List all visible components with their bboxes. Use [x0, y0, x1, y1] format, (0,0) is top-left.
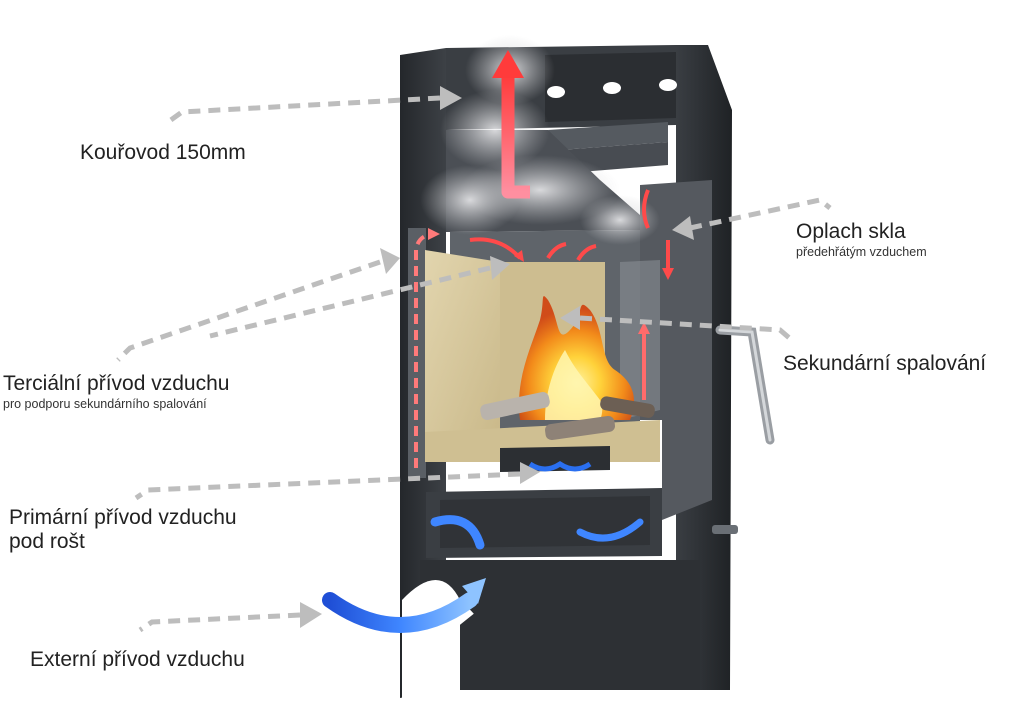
- label-tertiary: Terciální přívod vzduchu pro podporu sek…: [3, 372, 229, 412]
- label-tertiary-sub: pro podporu sekundárního spalování: [3, 397, 207, 411]
- hot-air-flows: [414, 50, 674, 468]
- door-glass: [620, 260, 660, 420]
- log-1: [480, 392, 550, 420]
- stove-base: [420, 560, 700, 690]
- label-glass-rinse-text: Oplach skla: [796, 220, 906, 243]
- label-primary-line1: Primární přívod vzduchu: [9, 506, 237, 529]
- baffle-plate-upper: [548, 122, 668, 150]
- log-2: [545, 415, 615, 441]
- callout-primary: [134, 471, 521, 501]
- callout-secondary: [579, 315, 796, 344]
- air-control-knob: [712, 525, 738, 534]
- flue-hole-2: [603, 82, 621, 94]
- label-secondary: Sekundární spalování: [783, 352, 986, 376]
- label-primary-line2: pod rošt: [9, 530, 85, 553]
- callout-tertiary-2: [209, 265, 491, 339]
- fire: [480, 296, 655, 441]
- cold-air-flows: [322, 460, 644, 633]
- label-glass-rinse-sub: předehřátým vzduchem: [796, 245, 927, 259]
- label-secondary-text: Sekundární spalování: [783, 352, 987, 375]
- ashpan-swirl: [576, 518, 644, 542]
- label-flue: Kouřovod 150mm: [80, 141, 246, 165]
- label-primary: Primární přívod vzduchu pod rošt: [9, 506, 237, 554]
- callout-tertiary-1: [116, 259, 381, 362]
- flue-hole-3: [659, 79, 677, 91]
- flue-exhaust-arrow: [501, 75, 530, 199]
- callout-arrows: [116, 95, 832, 633]
- external-air-arrow: [322, 592, 478, 633]
- label-glass-rinse: Oplach skla předehřátým vzduchem: [796, 220, 927, 260]
- flue-hole-1: [547, 86, 565, 98]
- tertiary-flow-arrow: [414, 232, 433, 468]
- flame-core: [545, 350, 603, 420]
- ash-pan-inner: [440, 496, 650, 548]
- callout-arrowheads: [300, 86, 694, 628]
- primary-air-arrow: [430, 515, 485, 550]
- label-tertiary-text: Terciální přívod vzduchu: [3, 372, 230, 395]
- label-external-text: Externí přívod vzduchu: [30, 648, 245, 671]
- log-3: [600, 396, 655, 418]
- callout-glass-rinse: [689, 197, 832, 231]
- label-external: Externí přívod vzduchu: [30, 648, 245, 672]
- firebox-liner-left: [425, 250, 500, 450]
- callout-external: [138, 612, 301, 633]
- flame-main: [519, 296, 635, 420]
- label-flue-text: Kouřovod 150mm: [80, 141, 246, 164]
- callout-flue: [166, 95, 441, 125]
